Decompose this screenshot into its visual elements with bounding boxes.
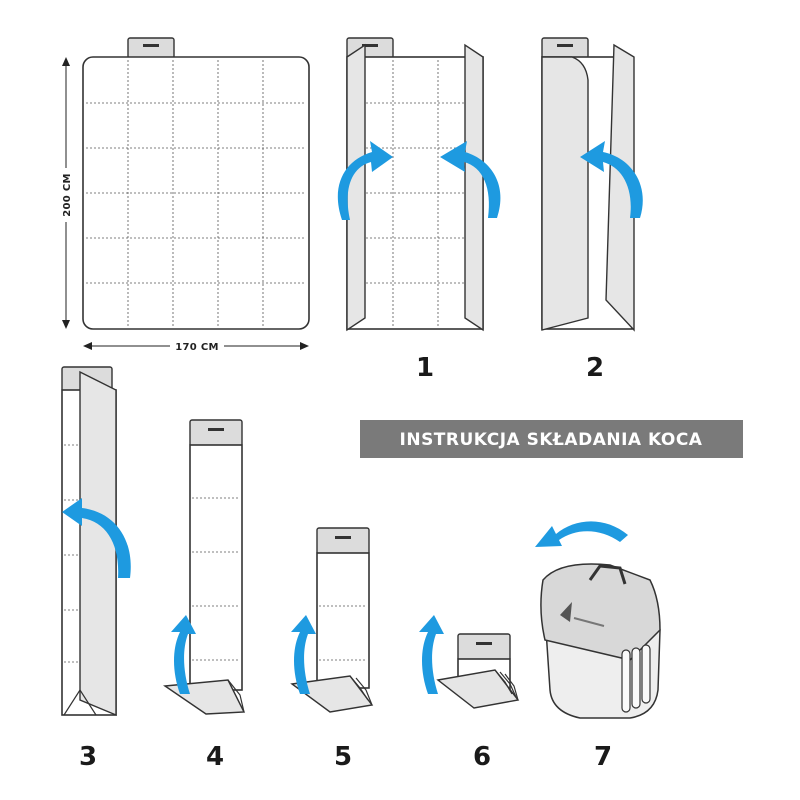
banner-title: INSTRUKCJA SKŁADANIA KOCA — [400, 430, 703, 450]
fold-arrow-icon — [440, 141, 501, 218]
fold-arrow-icon — [337, 141, 393, 220]
width-dimension-label: 170 CM — [175, 342, 218, 353]
step-2-illustration — [541, 37, 643, 332]
step-7-illustration — [535, 521, 661, 719]
fold-arrow-icon — [535, 521, 628, 547]
step-number: 1 — [416, 353, 434, 383]
fold-arrow-icon — [291, 615, 316, 694]
step-1-illustration — [337, 37, 501, 332]
blanket-handle-tab — [127, 37, 175, 59]
height-dimension-label: 200 CM — [62, 173, 73, 216]
instructions-banner: INSTRUKCJA SKŁADANIA KOCA — [360, 420, 743, 458]
brand-logo-icon — [560, 602, 572, 622]
step-4-illustration — [163, 419, 246, 715]
carry-bag-handle — [588, 564, 627, 585]
fold-arrow-icon — [171, 615, 196, 694]
step-3-illustration — [61, 366, 131, 717]
step-5-illustration — [290, 527, 374, 713]
width-dimension: 170 CM — [83, 342, 309, 353]
step-6-illustration — [419, 615, 520, 709]
step-number: 4 — [206, 742, 224, 772]
fold-arrow-icon — [580, 141, 643, 218]
rolled-blanket-layers — [621, 644, 651, 713]
blanket-quilt-grid — [86, 60, 306, 326]
step-number: 6 — [473, 742, 491, 772]
step-number: 3 — [79, 742, 97, 772]
carry-bag-flap — [540, 563, 661, 661]
fold-arrow-icon — [419, 615, 444, 694]
unfolded-blanket — [82, 37, 310, 330]
height-dimension: 200 CM — [62, 57, 73, 329]
fold-arrow-icon — [62, 498, 131, 578]
step-number: 5 — [334, 742, 352, 772]
step-number: 2 — [586, 353, 604, 383]
step-number: 7 — [594, 742, 612, 772]
